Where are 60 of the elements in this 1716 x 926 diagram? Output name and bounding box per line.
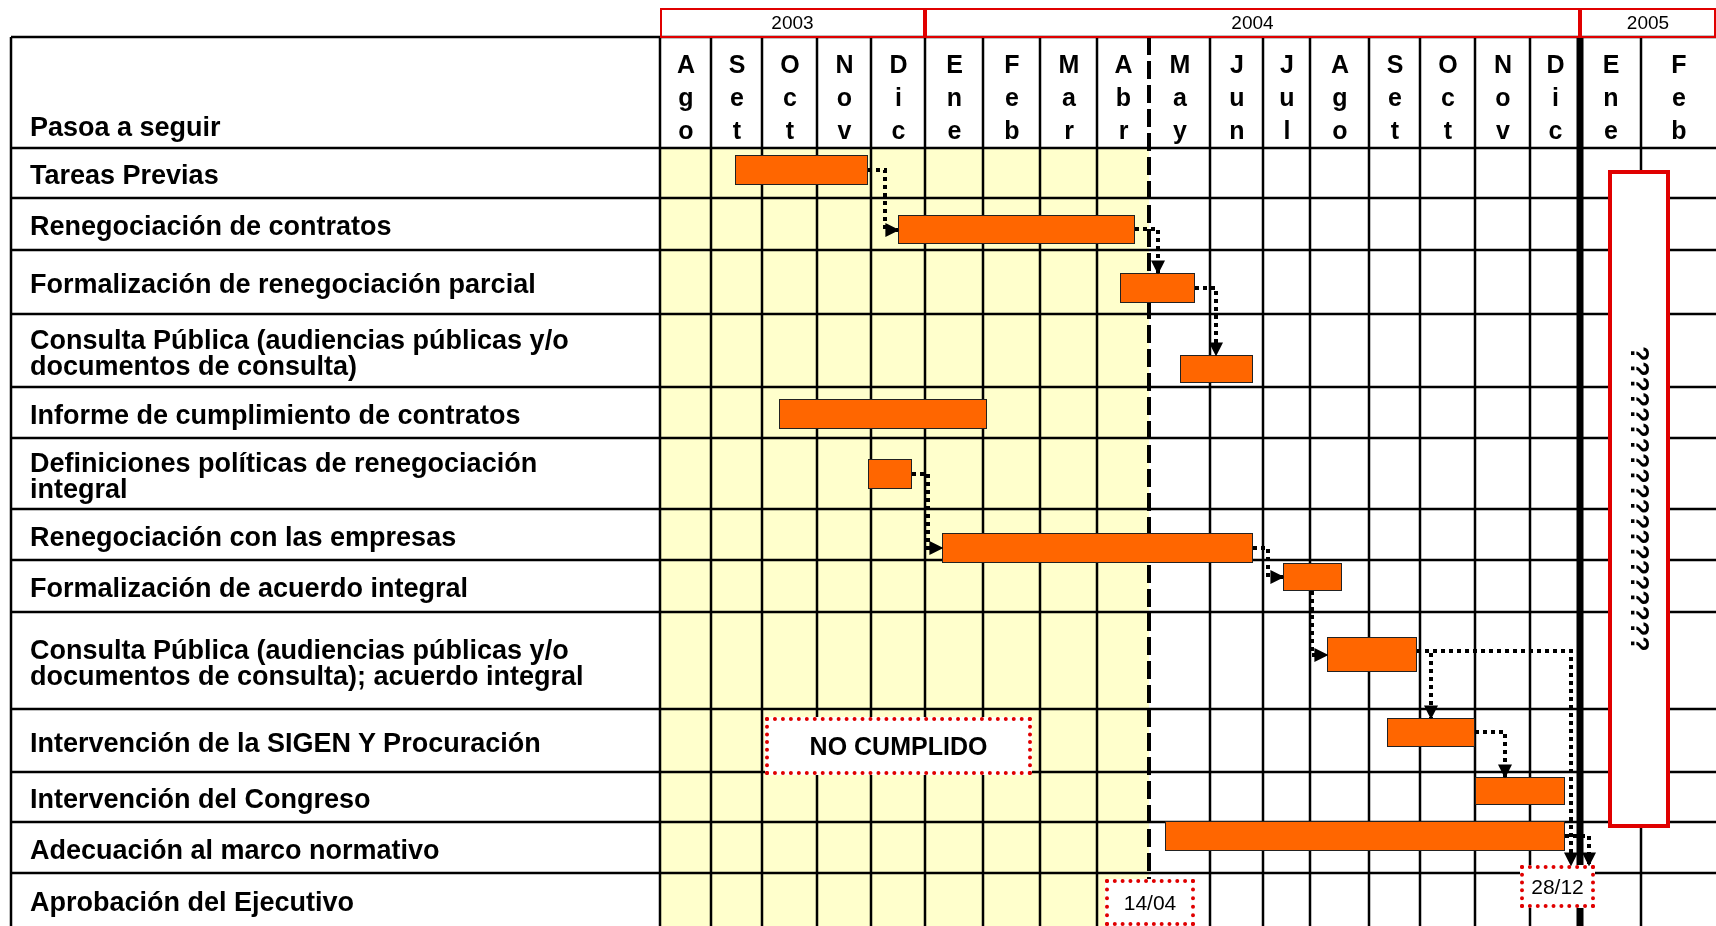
month-header: Nov: [831, 50, 857, 149]
month-header: May: [1167, 50, 1192, 149]
row-label: Formalización de renegociación parcial: [30, 270, 537, 298]
open-period-box: ????????????????????: [1608, 170, 1670, 828]
task-bar: [735, 155, 868, 185]
month-header: Dic: [1542, 50, 1568, 149]
month-header: Ago: [1327, 50, 1352, 149]
dependency-arrow: [1195, 286, 1223, 357]
task-bar: [779, 399, 987, 429]
task-bar: [942, 533, 1253, 563]
month-header: Abr: [1110, 50, 1136, 149]
task-bar: [1180, 355, 1253, 383]
row-label: Consulta Pública (audiencias públicas y/o documentos de consulta); acuerdo integral: [30, 636, 585, 689]
task-bar: [1283, 563, 1342, 591]
month-header: Dic: [885, 50, 911, 149]
month-header: Nov: [1490, 50, 1515, 149]
task-bar: [1327, 637, 1417, 672]
year-header: 2003: [660, 8, 925, 38]
row-label: Intervención del Congreso: [30, 785, 372, 813]
month-header: Set: [724, 50, 749, 149]
dependency-arrow: [868, 168, 900, 237]
row-label: Renegociación de contratos: [30, 212, 393, 240]
row-label: Tareas Previas: [30, 161, 220, 189]
row-label: Formalización de acuerdo integral: [30, 574, 470, 602]
dependency-arrow: [1565, 834, 1596, 867]
year-header: 2004: [925, 8, 1580, 38]
dependency-arrow: [1310, 591, 1329, 662]
task-bar: [1387, 718, 1475, 747]
row-label: Renegociación con las empresas: [30, 523, 458, 550]
dependency-arrow: [1253, 546, 1285, 584]
dependency-arrow: [1475, 730, 1512, 779]
dependency-arrow: [1135, 227, 1165, 275]
row-label: Adecuación al marco normativo: [30, 836, 441, 863]
task-bar: [868, 459, 912, 489]
month-header: Jun: [1224, 50, 1249, 149]
dependency-arrow: [912, 472, 944, 555]
month-header: Jul: [1274, 50, 1299, 149]
task-bar: [1120, 273, 1195, 303]
date-marker: 28/12: [1520, 865, 1595, 908]
month-header: Mar: [1056, 50, 1081, 149]
row-label: Informe de cumplimiento de contratos: [30, 401, 522, 428]
task-bar: [898, 215, 1135, 244]
row-label: Consulta Pública (audiencias públicas y/o documentos de consulta): [30, 326, 570, 379]
row-label: Definiciones políticas de renegociación integral: [30, 449, 539, 502]
month-header: Feb: [999, 50, 1024, 149]
month-header: Ago: [673, 50, 698, 149]
month-header: Ene: [941, 50, 967, 149]
month-header: Set: [1382, 50, 1407, 149]
date-marker: 14/04: [1105, 879, 1195, 926]
month-header: Ene: [1598, 50, 1623, 149]
task-bar: [1165, 821, 1565, 851]
month-header: Feb: [1666, 50, 1691, 149]
month-header: Oct: [1435, 50, 1460, 149]
row-label: Aprobación del Ejecutivo: [30, 888, 356, 915]
status-box: NO CUMPLIDO: [765, 717, 1032, 775]
row-label: Intervención de la SIGEN Y Procuración: [30, 729, 542, 756]
column-header: Pasoa a seguir: [30, 112, 221, 143]
month-header: Oct: [777, 50, 802, 149]
year-header: 2005: [1580, 8, 1716, 38]
task-bar: [1475, 777, 1565, 805]
